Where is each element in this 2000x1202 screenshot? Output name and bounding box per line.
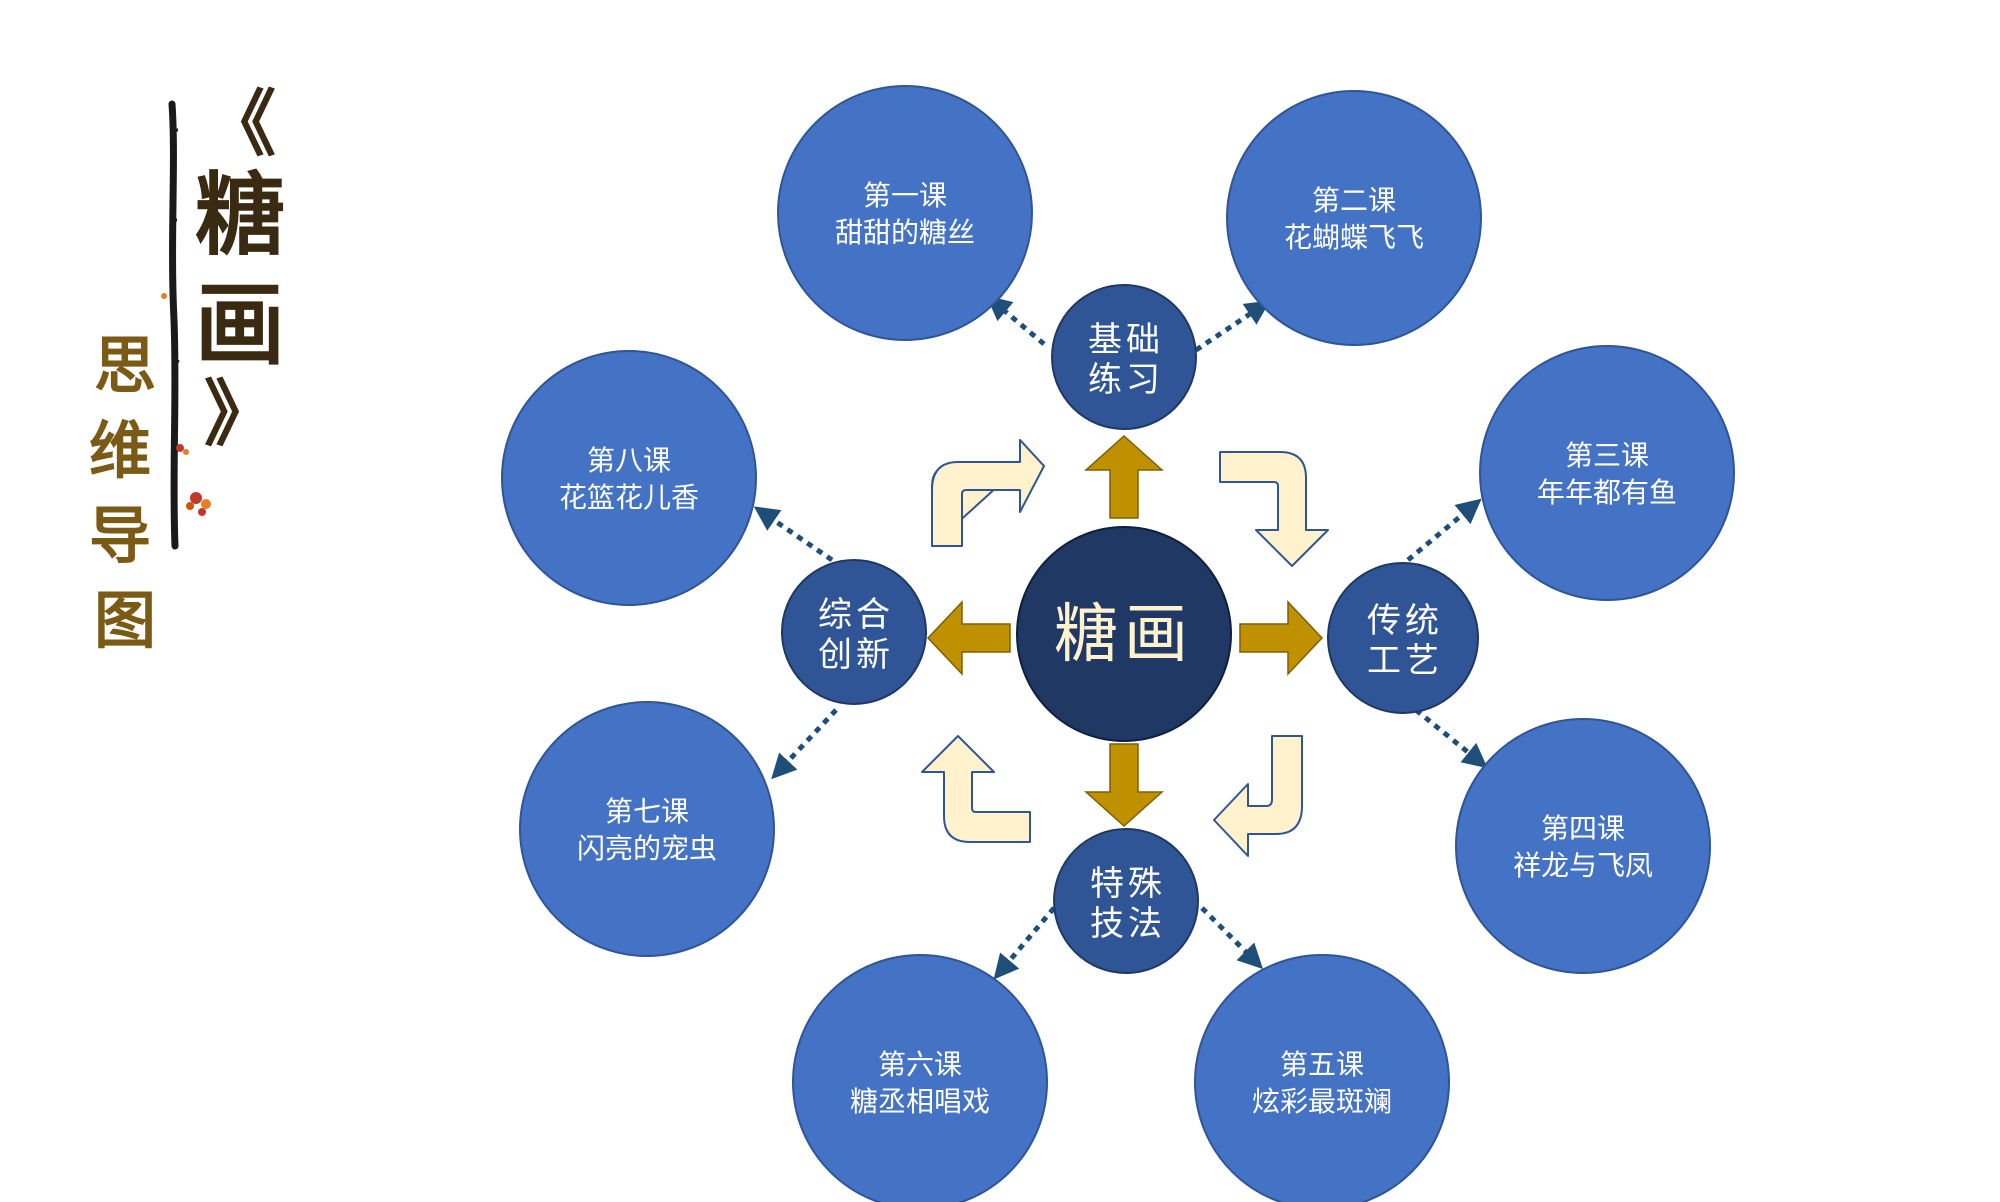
curved-arrow-top-right-icon: [1219, 451, 1329, 567]
connector-right-lesson4: [1414, 708, 1488, 769]
category-top-line2: 练习: [1088, 360, 1164, 400]
connector-bottom-lesson6: [993, 906, 1056, 980]
category-bottom-line2: 技法: [1090, 904, 1166, 944]
lesson-6-name: 糖丞相唱戏: [850, 1085, 990, 1118]
connector-left-lesson8: [753, 506, 834, 563]
lesson-4-circle[interactable]: [1455, 718, 1711, 974]
lesson-circles: [501, 85, 1735, 1202]
lesson-8-num: 第八课: [587, 444, 671, 477]
curved-arrow-bottom-left-icon: [921, 735, 1031, 843]
category-right-line2: 工艺: [1367, 641, 1443, 681]
category-left-line1: 综合: [818, 595, 894, 635]
lesson-1-num: 第一课: [863, 179, 947, 212]
subtitle-char-2: 维: [88, 414, 151, 487]
lesson-3-circle[interactable]: [1479, 345, 1735, 601]
title-open-bracket: 《: [203, 81, 276, 166]
center-circle[interactable]: [1016, 526, 1232, 742]
category-bottom-circle[interactable]: [1053, 828, 1199, 974]
connector-left-lesson7: [771, 708, 838, 780]
lesson-1-circle[interactable]: [777, 85, 1033, 341]
curved-arrow-top-left-body: [931, 439, 1045, 547]
lesson-7-circle[interactable]: [519, 701, 775, 957]
lesson-3-name: 年年都有鱼: [1537, 476, 1677, 509]
title-char-1: 糖: [195, 162, 285, 268]
connector-top-lesson2: [1194, 300, 1271, 353]
subtitle-char-1: 思: [93, 329, 156, 402]
category-left-circle[interactable]: [781, 559, 927, 705]
lesson-2-name: 花蝴蝶飞飞: [1284, 221, 1424, 254]
lesson-1-name: 甜甜的糖丝: [835, 216, 975, 249]
category-right-circle[interactable]: [1327, 562, 1479, 714]
lesson-3-num: 第三课: [1565, 439, 1649, 472]
lesson-8-circle[interactable]: [501, 350, 757, 606]
gold-arrows: [926, 434, 1324, 828]
category-bottom-line1: 特殊: [1090, 864, 1166, 904]
dotted-connectors: [753, 295, 1488, 980]
subtitle-char-4: 图: [93, 584, 156, 657]
brush-stroke: [161, 100, 211, 550]
category-right-line1: 传统: [1367, 601, 1443, 641]
plum-blossom-icon: [161, 293, 211, 516]
connector-top-lesson1: [986, 295, 1046, 346]
lesson-8-name: 花篮花儿香: [559, 481, 699, 514]
lesson-7-num: 第七课: [605, 795, 689, 828]
connector-bottom-lesson5: [1200, 906, 1264, 970]
lesson-2-num: 第二课: [1312, 184, 1396, 217]
arrow-down-icon: [1084, 743, 1164, 828]
category-left-line2: 创新: [818, 635, 894, 675]
arrow-right-icon: [1239, 600, 1324, 676]
lesson-7-name: 闪亮的宠虫: [577, 832, 717, 865]
lesson-5-circle[interactable]: [1194, 954, 1450, 1202]
lesson-5-name: 炫彩最斑斓: [1252, 1085, 1392, 1118]
center-label: 糖画: [1054, 598, 1194, 672]
lesson-5-num: 第五课: [1280, 1048, 1364, 1081]
title-char-2: 画: [195, 272, 285, 378]
curved-arrow-bottom-right-icon: [1213, 735, 1303, 857]
title-close-bracket: 》: [203, 371, 276, 456]
lesson-4-name: 祥龙与飞凤: [1513, 849, 1653, 882]
lesson-4-num: 第四课: [1541, 812, 1625, 845]
subtitle-char-3: 导: [88, 499, 151, 572]
category-top-line1: 基础: [1088, 320, 1164, 360]
arrow-up-icon: [1084, 434, 1164, 519]
category-circles: [781, 284, 1479, 974]
cream-arrows: [921, 439, 1329, 857]
connector-right-lesson3: [1406, 498, 1482, 562]
lesson-6-num: 第六课: [878, 1048, 962, 1081]
category-top-circle[interactable]: [1051, 284, 1197, 430]
arrow-left-icon: [926, 600, 1011, 676]
lesson-6-circle[interactable]: [792, 954, 1048, 1202]
lesson-2-circle[interactable]: [1226, 90, 1482, 346]
